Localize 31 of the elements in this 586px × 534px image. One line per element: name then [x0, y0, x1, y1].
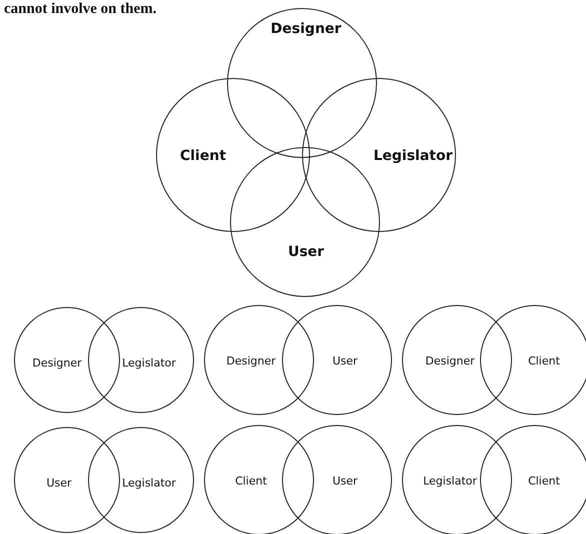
- circle-label: Legislator: [122, 356, 176, 370]
- venn-circle: [480, 305, 586, 415]
- circle-label: User: [288, 244, 324, 260]
- circle-label: Client: [180, 148, 226, 164]
- venn-circle: [402, 305, 512, 415]
- circle-label: Legislator: [122, 476, 176, 490]
- venn-circle: [88, 427, 194, 533]
- circle-label: Designer: [226, 354, 276, 368]
- circle-label: User: [332, 354, 358, 368]
- venn-circle: [402, 425, 512, 534]
- venn-circle: [88, 307, 194, 413]
- circle-label: Client: [528, 474, 560, 488]
- circle-label: Designer: [425, 354, 475, 368]
- venn-circle: [480, 425, 586, 534]
- venn-circle: [204, 425, 314, 534]
- text-fragment: cannot involve on them.: [4, 1, 157, 18]
- venn-circle: [204, 305, 314, 415]
- circle-label: User: [46, 476, 72, 490]
- circle-label: Legislator: [423, 474, 477, 488]
- venn-circle: [14, 427, 120, 533]
- venn-circle: [282, 425, 392, 534]
- venn-circle: [282, 305, 392, 415]
- circle-label: Designer: [270, 21, 342, 37]
- circle-label: User: [332, 474, 358, 488]
- circle-label: Client: [528, 354, 560, 368]
- circle-label: Legislator: [373, 148, 453, 164]
- venn-circle: [302, 78, 456, 232]
- venn-circle: [14, 307, 120, 413]
- circle-label: Designer: [32, 356, 82, 370]
- circle-label: Client: [235, 474, 267, 488]
- venn-circle: [156, 78, 310, 232]
